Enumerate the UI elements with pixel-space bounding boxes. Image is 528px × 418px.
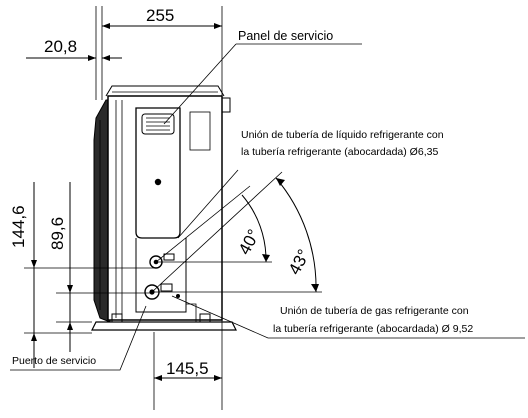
service-panel-label: Panel de servicio — [238, 29, 333, 43]
dim-height-left-text: 144,6 — [9, 205, 28, 248]
service-panel — [135, 107, 181, 239]
angle-gas-text: 43° — [285, 246, 314, 278]
dim-width-top: 255 — [102, 6, 222, 29]
dim-height-inner-text: 89,6 — [48, 217, 67, 250]
leader-lines — [10, 43, 525, 371]
dim-height-inner: 89,6 — [48, 182, 73, 352]
dim-width-bottom-text: 145,5 — [166, 359, 209, 378]
dim-height-left: 144,6 — [9, 182, 37, 368]
liquid-joint-label-line2: la tubería refrigerante (abocardada) Ø6,… — [241, 146, 438, 158]
liquid-joint-label-line1: Unión de tubería de líquido refrigerante… — [241, 129, 444, 141]
gas-joint-label-line2: la tubería refrigerante (abocardada) Ø 9… — [273, 323, 473, 335]
gas-joint-label-line1: Unión de tubería de gas refrigerante con — [280, 305, 469, 317]
dim-offset-top-text: 20,8 — [44, 37, 77, 56]
service-port-label: Puerto de servicio — [12, 355, 96, 367]
angle-liquid-text: 40° — [235, 226, 264, 258]
base-plate — [91, 321, 237, 331]
dim-width-top-text: 255 — [146, 6, 174, 25]
dim-offset-top: 20,8 — [26, 37, 122, 61]
dim-width-bottom: 145,5 — [154, 359, 222, 381]
extension-lines — [24, 6, 223, 410]
